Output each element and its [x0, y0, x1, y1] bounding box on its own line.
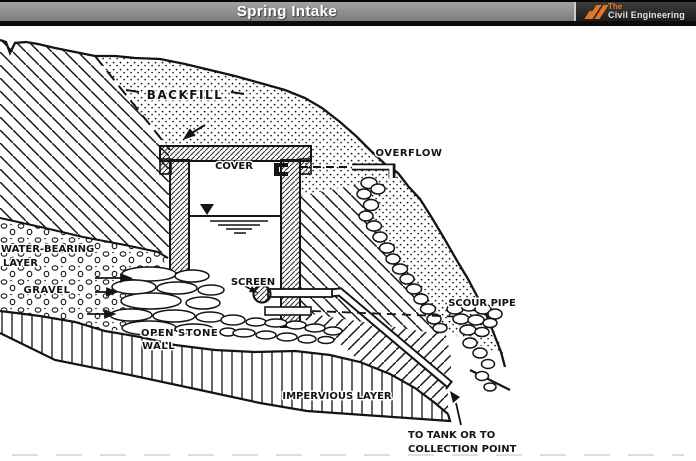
excavation-dashed-line [94, 55, 171, 151]
logo-brand-bottom: Civil Engineering [608, 10, 685, 20]
overflow-inlet-fitting [274, 163, 288, 176]
label-cover: COVER [215, 161, 253, 172]
lower-soil-hatch-region [299, 312, 452, 414]
topsoil-hatch-region [0, 40, 170, 254]
backfill-stipple-region [95, 56, 505, 356]
impervious-layer-band [0, 311, 450, 421]
chamber-right-wall [280, 159, 301, 328]
ground-surface-line [0, 38, 399, 174]
screen-strainer [252, 284, 272, 304]
outlet-leader-arrow [450, 391, 462, 426]
water-level-symbol [200, 204, 214, 215]
scour-outlet-stones [446, 300, 503, 392]
logo-slashes-icon [584, 4, 609, 19]
overflow-pipe-bore [352, 165, 393, 178]
backfill-tick-marks [125, 89, 245, 140]
label-open-stone-2: WALL [142, 341, 175, 352]
scour-pipe-dashed-line [311, 310, 467, 318]
label-water-bearing-1: WATER-BEARING [1, 244, 94, 255]
water-bearing-top-line [0, 217, 169, 259]
label-gravel: GRAVEL [24, 285, 71, 296]
brand-logo: The Civil Engineering [574, 2, 696, 21]
outlet-pipe-bore [329, 289, 451, 386]
impervious-top-line [0, 309, 449, 415]
outlet-pipe-endcap [445, 380, 453, 390]
label-impervious-layer: IMPERVIOUS LAYER [282, 391, 392, 402]
impervious-bottom-line [0, 332, 452, 423]
slope-pitching-stones [356, 176, 448, 334]
scour-pipe-stub [264, 306, 312, 316]
hill-slope-line [397, 172, 507, 368]
title-bar: Spring Intake The Civil Engineering [0, 0, 696, 26]
screen-pipe [267, 288, 333, 298]
label-overflow: OVERFLOW [376, 148, 443, 159]
label-open-stone-1: OPEN STONE [141, 328, 218, 339]
foundation-stones [219, 314, 343, 345]
label-outlet-1: TO TANK OR TO [408, 430, 495, 441]
chamber-left-wall [169, 159, 190, 274]
water-ripples [210, 220, 268, 234]
screen-leader-arrow [244, 285, 258, 293]
label-backfill: BACKFILL [147, 88, 224, 102]
label-water-bearing-2: LAYER [3, 258, 38, 269]
flow-arrows [87, 273, 133, 319]
label-scour-pipe: SCOUR PIPE [448, 298, 516, 309]
page-title: Spring Intake [236, 3, 338, 20]
spring-intake-diagram: BACKFILL COVER OVERFLOW WATER-BEARING LA… [0, 38, 684, 457]
logo-text: The Civil Engineering [608, 3, 685, 20]
label-screen: SCREEN [231, 277, 275, 288]
logo-brand-top: The [608, 2, 623, 11]
chamber-cover-slab [159, 145, 312, 162]
label-outlet-2: COLLECTION POINT [408, 444, 517, 455]
